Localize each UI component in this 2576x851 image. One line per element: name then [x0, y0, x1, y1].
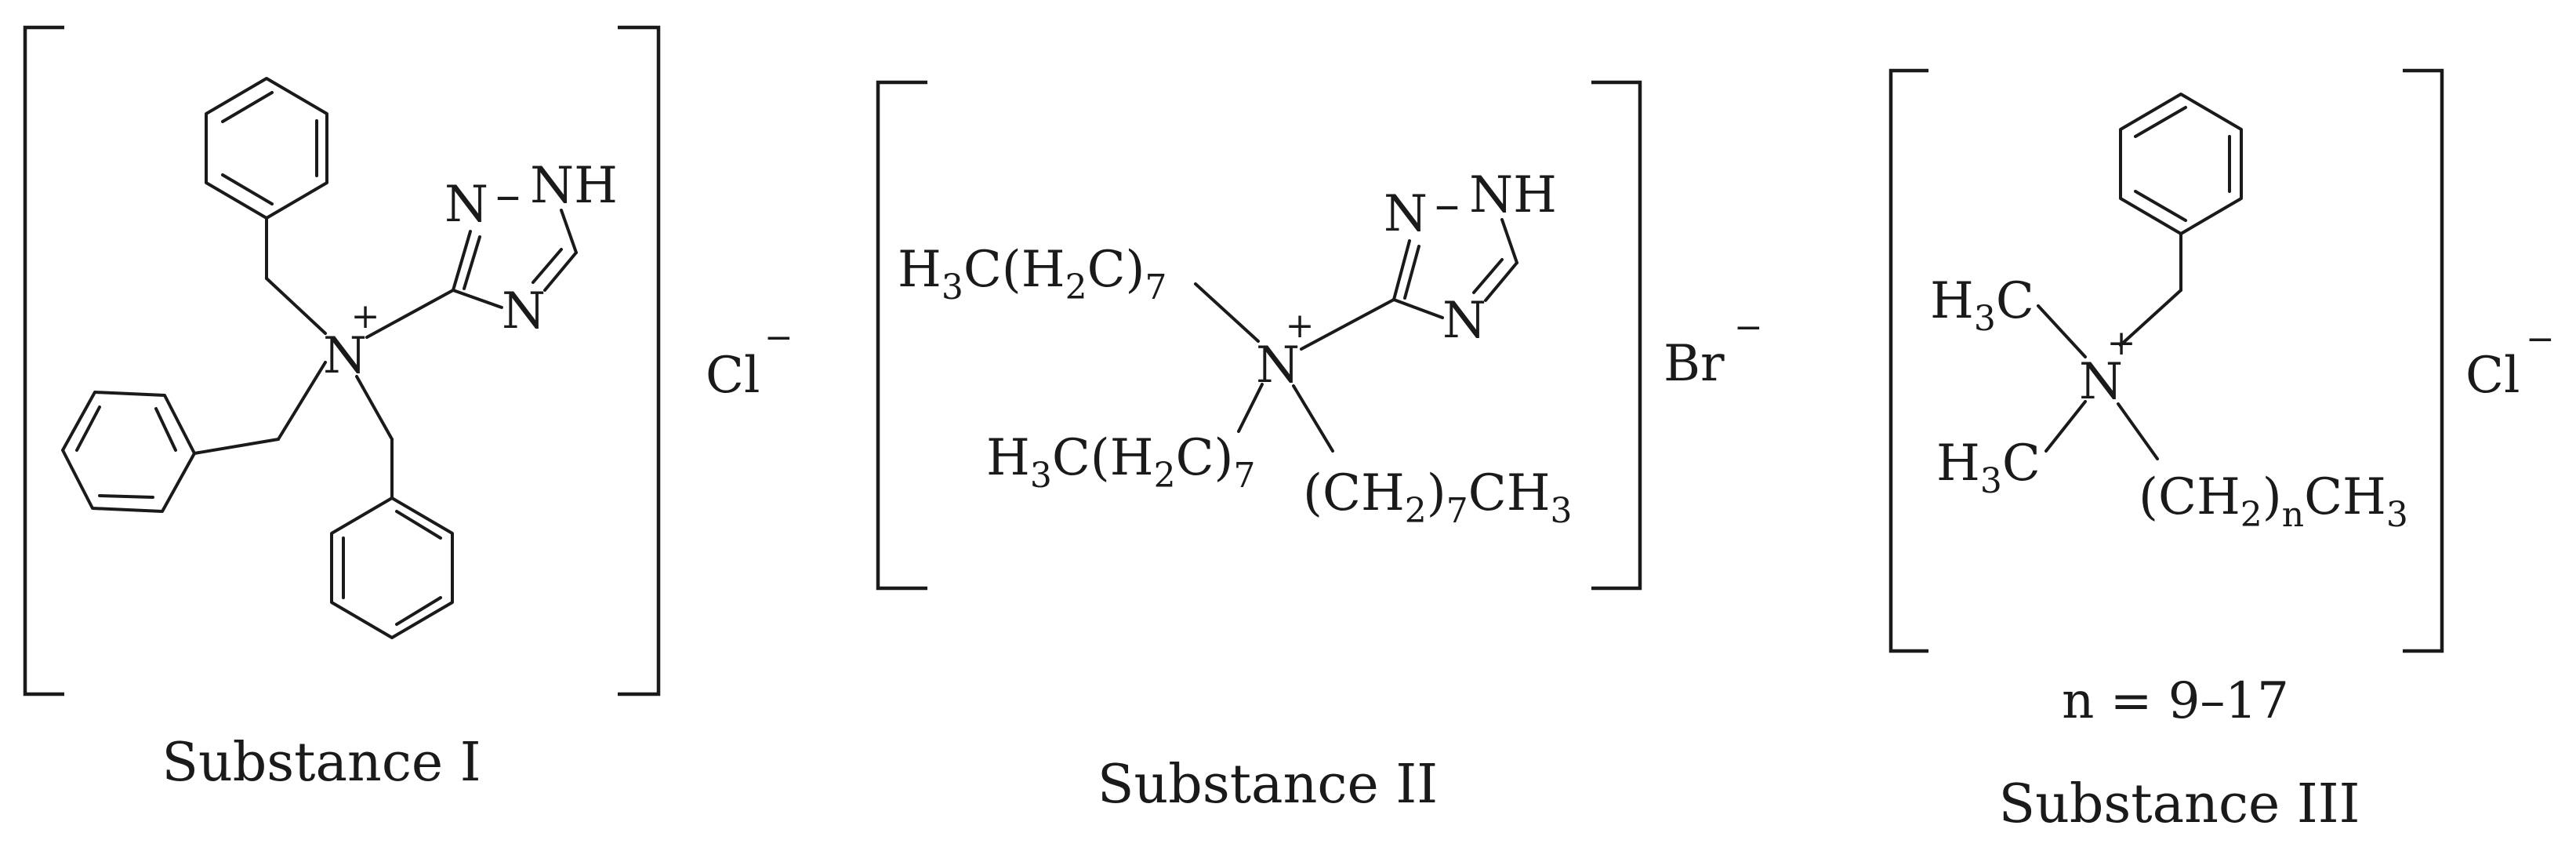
counterion: Cl	[2465, 347, 2520, 405]
triazole-dash: –	[495, 166, 521, 224]
triazole-ring	[1392, 218, 1518, 319]
triazole-dash: –	[1435, 176, 1460, 234]
triazole-nh: NH	[530, 157, 618, 215]
chain-left-bond	[1237, 383, 1264, 433]
counterion: Cl	[706, 347, 760, 405]
triazole-nh: NH	[1469, 166, 1557, 224]
triazole-n1: N	[444, 176, 488, 234]
triazole-n1: N	[1384, 185, 1428, 243]
chain-top-label: H3C(H2C)7	[898, 241, 1167, 307]
substance-3-left-bracket	[1888, 68, 1928, 653]
benzyl-ring	[2119, 93, 2243, 235]
chain-top-bond	[1194, 282, 1260, 343]
methyl-bottom-label: H3C	[1936, 435, 2041, 501]
chain-right-bond	[1292, 384, 1334, 453]
triazole-n3: N	[502, 282, 546, 340]
ch2-bond-top-b	[265, 277, 327, 335]
substance-2-left-bracket	[876, 80, 927, 591]
n-to-triazole-bond	[1300, 298, 1395, 351]
counterion-charge: −	[764, 318, 793, 358]
benzyl-ring-bottom	[330, 496, 454, 639]
ch2-bond-b	[2119, 289, 2182, 347]
nitrogen-charge: +	[2107, 323, 2136, 363]
ch2-bond-left-a	[277, 361, 327, 441]
nitrogen-charge: +	[351, 296, 380, 336]
chain-left-label: H3C(H2C)7	[986, 429, 1256, 496]
n-to-triazole-bond	[365, 289, 455, 339]
chain-label: (CH2)nCH3	[2139, 468, 2408, 535]
nitrogen-charge: +	[1286, 306, 1315, 346]
substance-3: N + H3C H3C (CH2)nCH3 Cl − n = 9–17 Subs…	[1888, 68, 2555, 835]
methyl-bottom-bond	[2044, 400, 2087, 453]
chain-right-label: (CH2)7CH3	[1303, 464, 1573, 531]
caption-substance-1: Substance I	[161, 732, 481, 794]
chain-bond	[2117, 402, 2159, 460]
n-range-note: n = 9–17	[2062, 672, 2289, 730]
caption-substance-2: Substance II	[1098, 754, 1438, 816]
triazole-ring	[452, 209, 578, 309]
substance-2: H3C(H2C)7 N + H3C(H2C)7 (CH2)7CH3 N – NH…	[876, 80, 1763, 816]
quaternary-nitrogen: N	[323, 327, 367, 385]
substance-1-right-bracket	[618, 25, 661, 696]
substance-2-right-bracket	[1591, 80, 1642, 591]
triazole-n3: N	[1442, 292, 1486, 350]
counterion: Br	[1664, 335, 1725, 393]
caption-substance-3: Substance III	[1999, 773, 2360, 835]
benzyl-ring-left	[61, 391, 196, 513]
counterion-charge: −	[1734, 307, 1763, 347]
ch2-bond-bottom-a	[355, 375, 394, 441]
substance-3-right-bracket	[2403, 68, 2444, 653]
ch2-bond-left-b	[193, 438, 280, 455]
methyl-top-label: H3C	[1930, 272, 2034, 339]
substance-1-left-bracket	[23, 25, 64, 696]
substance-1: N + N – NH	[23, 25, 793, 794]
counterion-charge: −	[2526, 319, 2555, 359]
benzyl-ring-top	[205, 77, 328, 220]
methyl-top-bond	[2037, 304, 2087, 358]
